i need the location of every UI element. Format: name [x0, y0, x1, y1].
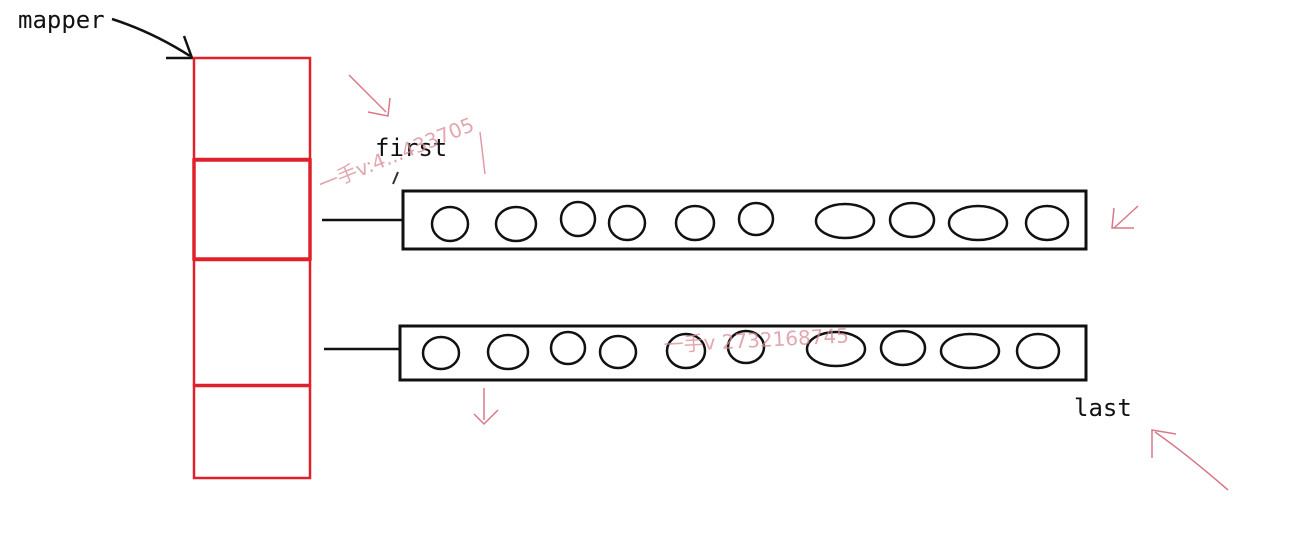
- mapper-stack: [192, 56, 312, 480]
- buffer-record: [1024, 204, 1070, 242]
- buffer-record: [737, 201, 775, 237]
- annotation-arrow-last: [1154, 431, 1229, 491]
- buffer-record: [598, 334, 638, 370]
- annotation-arrows: [348, 74, 1229, 491]
- buffer-record: [559, 200, 597, 238]
- first-buffer: [401, 189, 1088, 251]
- annotation-arrow-right: [1113, 205, 1139, 229]
- annotation-arrowhead-down: [473, 409, 499, 426]
- first-label: first: [375, 134, 447, 162]
- mapper-slot-4: [192, 384, 312, 480]
- buffer-record: [607, 204, 647, 242]
- first-buffer-records: [430, 200, 1070, 243]
- buffer-record: [421, 335, 461, 371]
- mapper-slot-3: [192, 258, 312, 387]
- buffer-record: [549, 330, 587, 366]
- buffer-record: [494, 205, 538, 243]
- annotation-arrowhead-top: [367, 97, 391, 117]
- buffer-record: [814, 202, 876, 240]
- mapper-slot-2: [192, 158, 312, 261]
- second-buffer-records: [421, 329, 1061, 371]
- buffer-record: [726, 329, 766, 365]
- annotation-arrowhead-last: [1151, 429, 1177, 458]
- buffer-record: [939, 332, 1001, 370]
- watermark-stroke: [479, 131, 486, 175]
- buffer-record: [674, 204, 716, 242]
- last-label: last: [1074, 394, 1132, 422]
- mapper-pointer-arrow: [111, 17, 191, 58]
- annotation-arrowhead-right: [1111, 207, 1134, 229]
- first-pen-mark: [392, 171, 399, 185]
- buffer-record: [888, 201, 936, 239]
- buffer-record: [1015, 332, 1061, 370]
- buffer-record: [665, 332, 707, 370]
- mapper-slot-1: [192, 56, 312, 161]
- buffer-record: [805, 330, 867, 368]
- mapper-label: mapper: [18, 6, 105, 34]
- mapper-pointer-arrowhead: [166, 35, 194, 60]
- annotation-arrow-top: [348, 74, 387, 113]
- second-buffer: [398, 324, 1088, 382]
- watermark-top: 一手v:4...433705: [315, 112, 478, 196]
- watermark-middle: 一手v 2732168745: [663, 323, 849, 357]
- buffer-record: [486, 333, 530, 371]
- buffer-record: [430, 205, 470, 243]
- buffer-record: [879, 329, 927, 367]
- buffer-record: [947, 204, 1009, 242]
